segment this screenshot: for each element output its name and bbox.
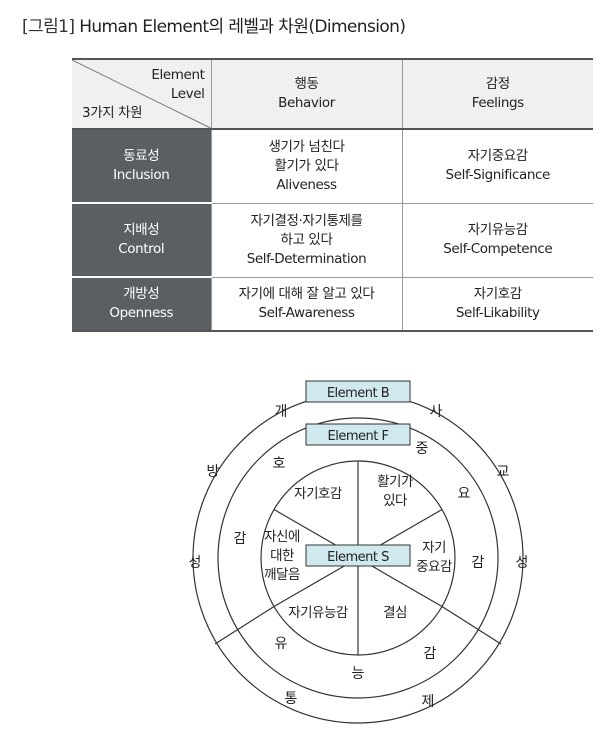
table-row-openness: 개방성 Openness 자기에 대해 잘 알고 있다 Self-Awareness… [72,277,593,332]
inner-bottom-left-label: 자기유능감 [288,605,348,621]
outer-ring-labels: 개 사 방 교 성 성 통 제 [189,404,529,710]
element-s-label: Element S [327,550,389,565]
inner-right-line: 자기 [422,540,446,556]
corner-element-label: Element [151,67,205,83]
corner-dimension-label: 3가지 차원 [82,105,143,121]
ring-divider-lower-left [214,605,275,645]
column-header-en: Behavior [278,95,335,111]
cell-line: 하고 있다 [280,231,333,248]
outer-label: 통 [285,691,298,707]
outer-label: 사 [430,404,443,420]
middle-label: 감 [234,531,247,547]
row-header-en: Inclusion [113,167,170,183]
outer-label: 방 [207,464,220,480]
inner-top-right-line: 활기가 [377,474,413,490]
middle-circle [217,417,499,699]
cell-line: 생기가 넘친다 [268,138,345,155]
middle-label: 유 [275,636,288,652]
column-header-en: Feelings [471,95,525,111]
cell-line: 자기유능감 [467,222,529,238]
column-header-ko: 행동 [294,76,319,92]
ring-divider-lower-right [441,605,502,645]
element-s-box: Element S [305,544,411,567]
corner-level-label: Level [170,86,205,102]
middle-label: 능 [352,666,365,682]
table-header-row: Element Level 3가지 차원 행동 Behavior 감정 Feelin… [72,58,593,130]
element-b-box: Element B [305,380,411,403]
cell-line: Self-Likability [455,304,540,321]
row-header-openness: 개방성 Openness [72,277,211,332]
element-f-box: Element F [305,423,411,446]
outer-label: 개 [275,404,288,420]
inner-bottom-right-label: 결심 [383,605,407,621]
element-b-label: Element B [327,386,389,401]
cell-openness-feelings: 자기호감 Self-Likability [401,277,593,332]
row-header-ko: 동료성 [123,148,160,164]
cell-control-feelings: 자기유능감 Self-Competence [401,203,593,278]
corner-diagonal [72,60,211,128]
inner-top-left-label: 자기호감 [294,486,342,502]
row-header-ko: 지배성 [123,222,160,238]
element-table: Element Level 3가지 차원 행동 Behavior 감정 Feelin… [72,58,593,332]
inner-left-line: 대한 [270,548,294,564]
cell-line: 자기호감 [473,285,522,302]
inner-left-line: 깨달음 [264,567,300,583]
cell-line: Self-Determination [246,250,367,267]
row-header-control: 지배성 Control [72,203,211,278]
middle-label: 감 [472,555,485,571]
outer-label: 성 [189,555,202,571]
middle-label: 감 [424,646,437,662]
inner-top-right-line: 있다 [383,493,408,509]
cell-line: Self-Significance [445,167,551,184]
inner-right-line: 중요감 [416,559,452,575]
row-header-en: Openness [109,305,174,321]
middle-label: 요 [458,486,471,502]
cell-inclusion-feelings: 자기중요감 Self-Significance [401,129,593,204]
cell-line: Self-Competence [443,241,553,257]
row-header-ko: 개방성 [123,286,160,302]
middle-label: 중 [416,441,429,457]
cell-line: 활기가 있다 [274,157,339,174]
column-header-ko: 감정 [485,76,510,92]
cell-openness-behavior: 자기에 대해 잘 알고 있다 Self-Awareness [210,277,402,332]
inner-left-line: 자신에 [264,529,300,545]
inner-labels: 자기호감 활기가 있다 자신에 대한 깨달음 자기 중요감 자기유능감 결심 [264,474,452,621]
cell-line: 자기결정·자기통제를 [250,212,363,229]
cell-line: Aliveness [276,176,337,193]
figure-caption: [그림1] Human Element의 레벨과 차원(Dimension) [22,12,406,37]
cell-line: 자기에 대해 잘 알고 있다 [238,285,375,302]
outer-label: 교 [497,464,510,480]
element-f-label: Element F [328,429,389,444]
figure-number: [그림1] [22,17,75,37]
cell-line: 자기중요감 [467,148,529,165]
row-header-en: Control [118,241,165,257]
outer-label: 제 [422,694,435,710]
column-header-behavior: 행동 Behavior [210,58,402,130]
column-header-feelings: 감정 Feelings [401,58,593,130]
outer-label: 성 [516,555,529,571]
middle-ring-labels: 호 중 감 요 유 감 능 감 [234,441,485,682]
row-header-inclusion: 동료성 Inclusion [72,129,211,204]
middle-label: 호 [273,456,286,472]
figure-title: Human Element의 레벨과 차원(Dimension) [79,17,406,37]
corner-cell: Element Level 3가지 차원 [72,58,211,130]
cell-line: Self-Awareness [258,304,355,321]
corner-top-label: Element Level [151,66,204,104]
